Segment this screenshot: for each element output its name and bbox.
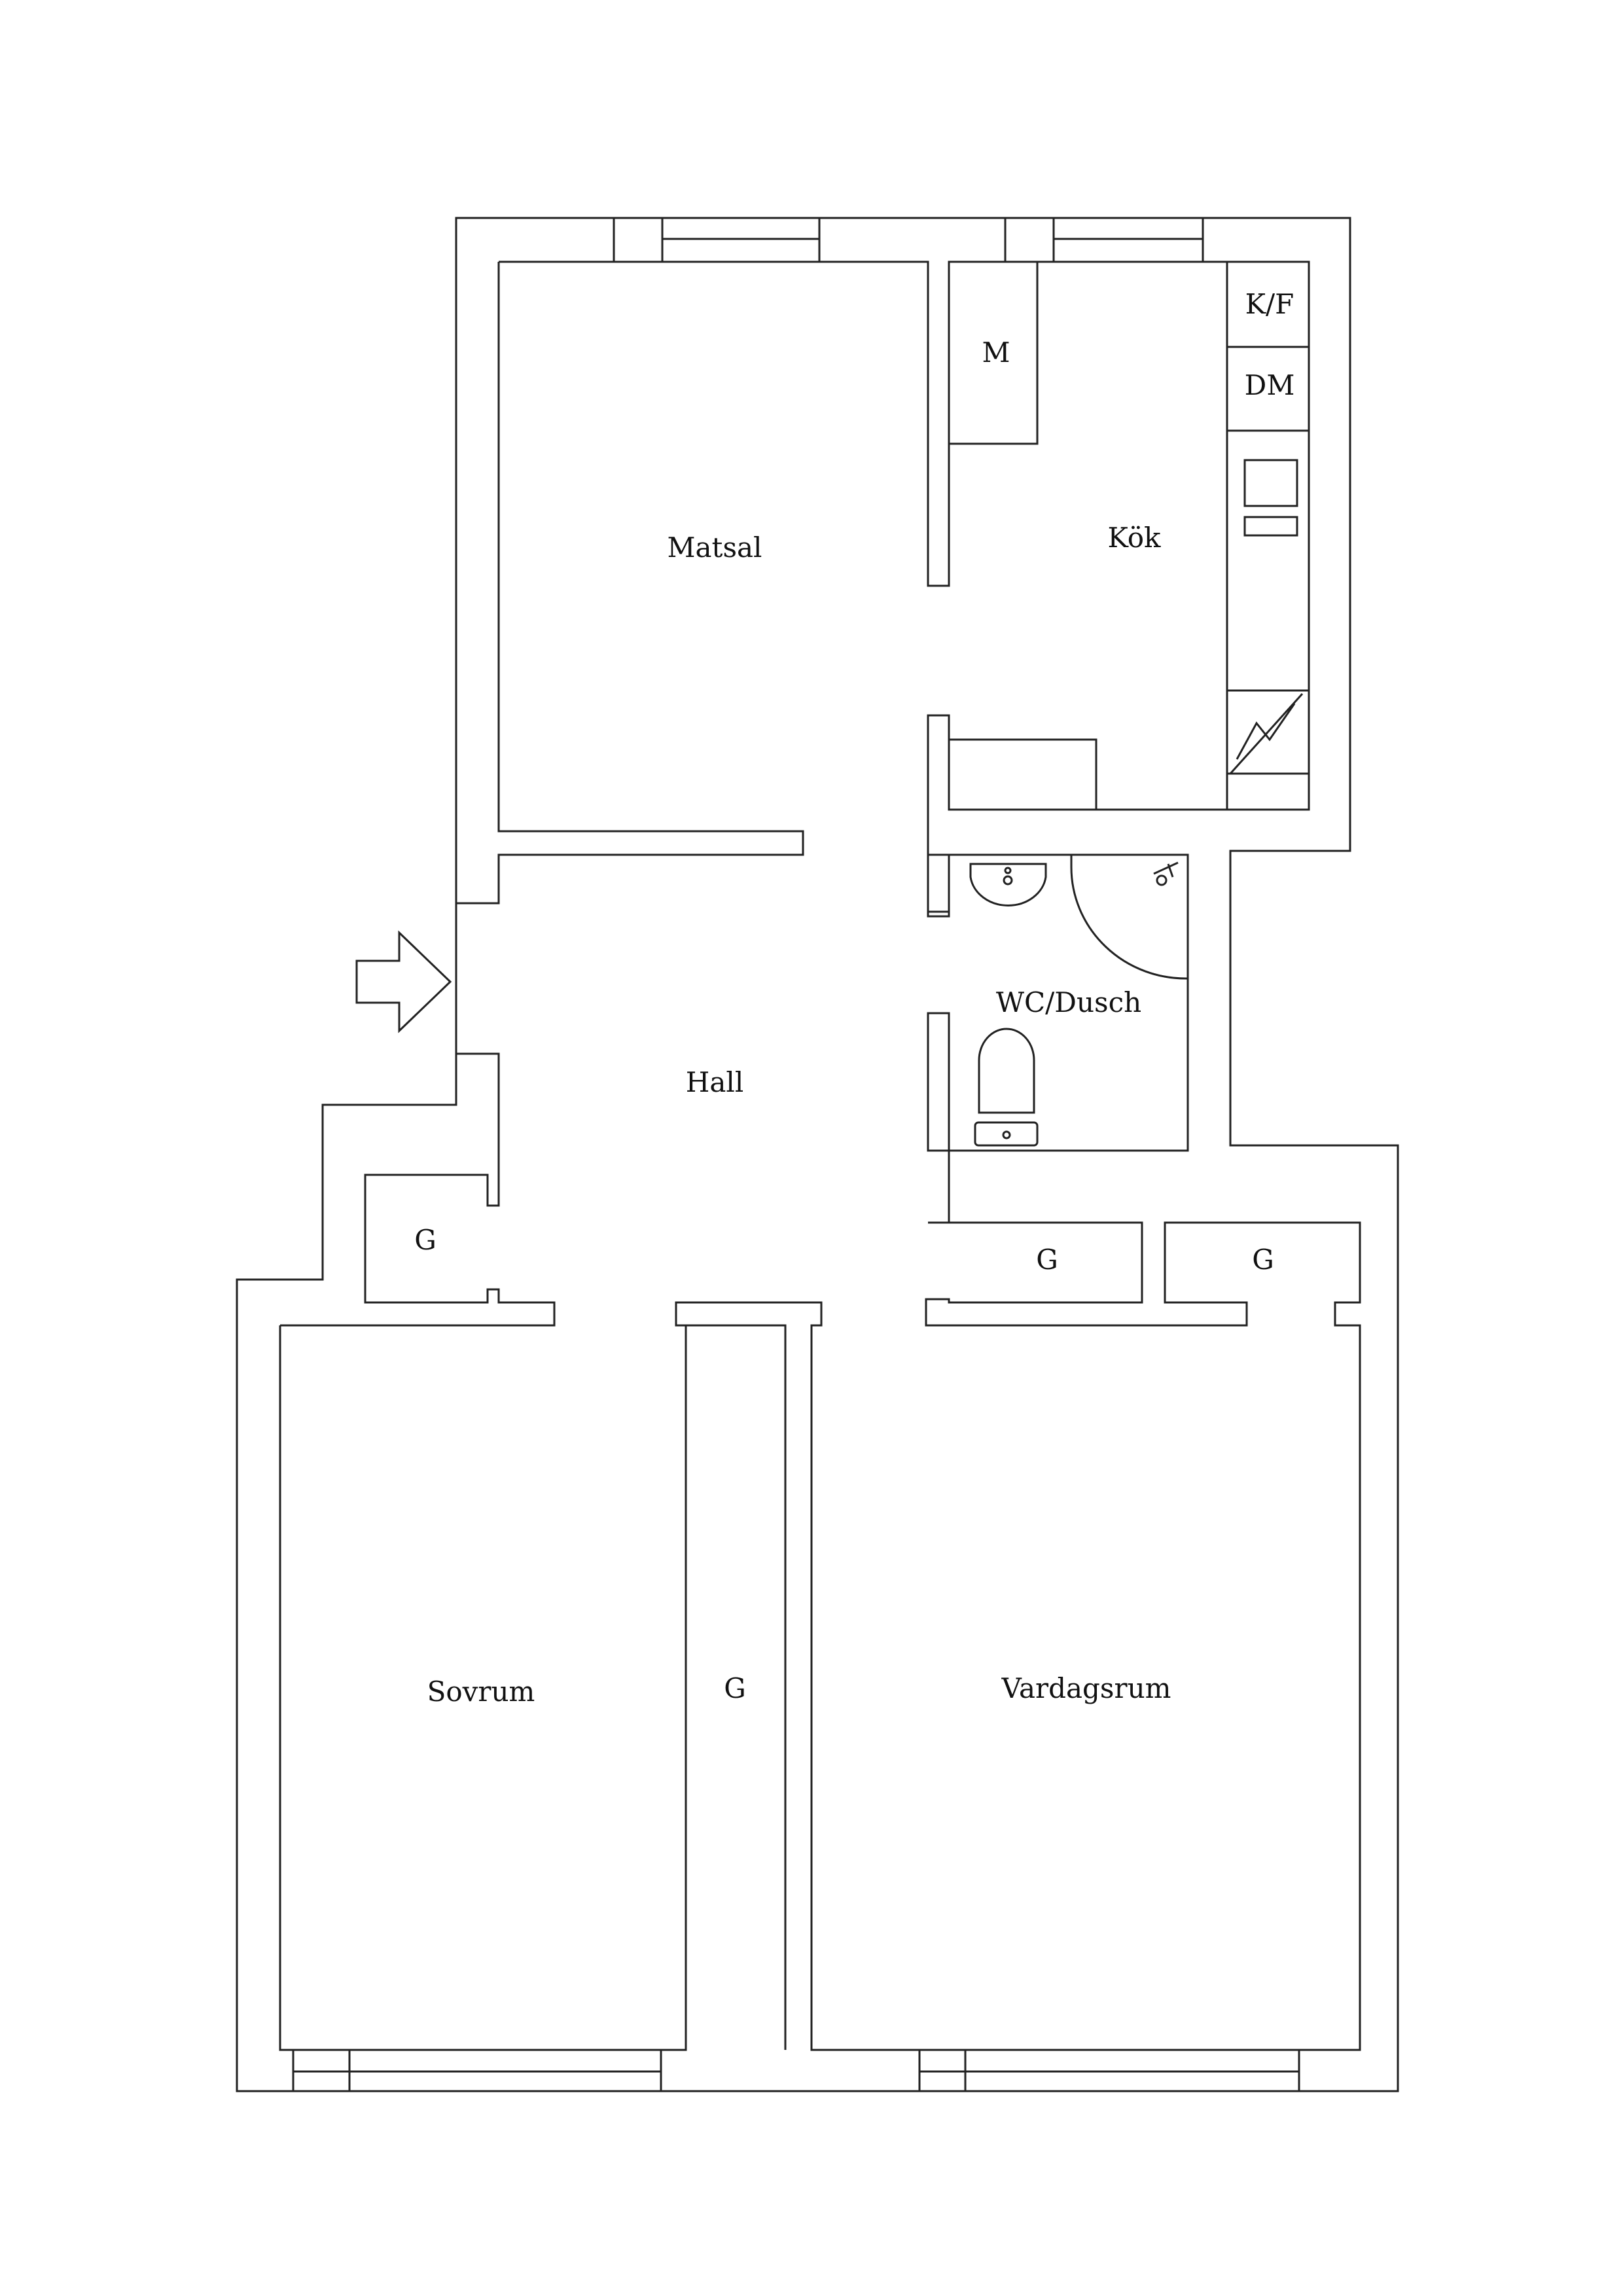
matsal-label: Matsal [668, 531, 762, 564]
fuse-box-icon [1229, 692, 1304, 775]
vardagsrum-label: Vardagsrum [1001, 1672, 1171, 1704]
window-top-right [1004, 218, 1204, 262]
closet-g-center [686, 1324, 787, 2050]
m-label: M [982, 336, 1010, 368]
closet-g3-label: G [1252, 1244, 1274, 1276]
shower-icon [1070, 855, 1188, 980]
window-top-left [613, 218, 821, 262]
hall-walls [280, 1052, 556, 1327]
microwave-cabinet [948, 260, 1039, 445]
sovrum-label: Sovrum [427, 1676, 535, 1708]
closet-g1-label: G [414, 1224, 437, 1256]
stove-icon [1243, 459, 1298, 537]
kf-label: K/F [1245, 288, 1294, 320]
closet-g2-label: G [1036, 1244, 1058, 1276]
kitchen-cabinets [1226, 262, 1309, 810]
hall-label: Hall [686, 1066, 744, 1098]
sink-icon [948, 738, 1097, 811]
toilet-icon [974, 1028, 1039, 1147]
wc-room [927, 853, 1189, 1224]
washbasin-icon [969, 863, 1047, 906]
window-bottom-left [292, 2050, 662, 2091]
window-bottom-right [918, 2050, 1300, 2091]
outer-wall [236, 217, 1399, 2092]
closet-row-right [279, 1221, 1361, 2051]
matsal-room [456, 260, 950, 905]
kok-label: Kök [1108, 522, 1162, 554]
wc-label: WC/Dusch [996, 986, 1141, 1018]
entrance-arrow-icon [355, 930, 452, 1033]
dm-label: DM [1245, 369, 1295, 401]
closet-g4-label: G [724, 1672, 746, 1704]
